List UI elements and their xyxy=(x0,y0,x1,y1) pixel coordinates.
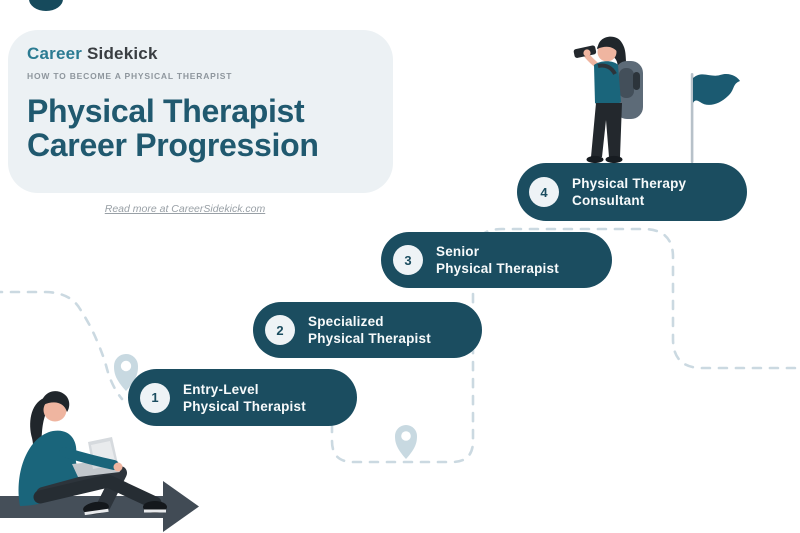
step-label-line1: Physical Therapy xyxy=(572,176,687,191)
location-pin-icon xyxy=(395,425,417,459)
step-number-badge: 3 xyxy=(393,245,423,275)
corner-accent-shape xyxy=(29,0,63,11)
brand-logo: Career Sidekick xyxy=(27,44,158,64)
step-label-line2: Physical Therapist xyxy=(436,261,559,276)
person-with-laptop-illustration xyxy=(18,391,167,516)
step-label: Senior Physical Therapist xyxy=(436,243,559,277)
step-label-line1: Senior xyxy=(436,244,480,259)
step-pill-4: 4 Physical Therapy Consultant xyxy=(517,163,747,221)
readmore-link[interactable]: Read more at CareerSidekick.com xyxy=(104,203,266,215)
step-label-line1: Entry-Level xyxy=(183,381,259,397)
step-label: Specialized Physical Therapist xyxy=(308,313,431,347)
step-pill-2: 2 Specialized Physical Therapist xyxy=(253,302,482,358)
header-card: Career Sidekick HOW TO BECOME A PHYSICAL… xyxy=(8,30,393,193)
brand-logo-sidekick: Sidekick xyxy=(87,44,158,63)
step-label: Entry-Level Physical Therapist xyxy=(183,381,306,415)
step-number-badge: 1 xyxy=(140,382,170,413)
brand-logo-career: Career xyxy=(27,44,83,63)
page-title: Physical Therapist Career Progression xyxy=(27,94,319,162)
standing-person-figure xyxy=(573,36,643,164)
step-label-line2: Physical Therapist xyxy=(308,331,431,346)
step-number-badge: 4 xyxy=(529,177,559,207)
header-tagline: HOW TO BECOME A PHYSICAL THERAPIST xyxy=(27,71,233,81)
step-label-line1: Specialized xyxy=(308,314,384,329)
step-label-line2: Physical Therapist xyxy=(183,398,306,414)
step-label: Physical Therapy Consultant xyxy=(572,175,686,209)
step-label-line2: Consultant xyxy=(572,193,645,208)
flag-icon xyxy=(690,73,740,163)
step-number-badge: 2 xyxy=(265,315,295,345)
person-with-binoculars-illustration xyxy=(573,36,740,164)
page-title-line1: Physical Therapist xyxy=(27,93,305,129)
step-pill-1: 1 Entry-Level Physical Therapist xyxy=(128,369,357,426)
dashed-route-start xyxy=(0,290,124,401)
page-title-line2: Career Progression xyxy=(27,127,319,163)
step-pill-3: 3 Senior Physical Therapist xyxy=(381,232,612,288)
